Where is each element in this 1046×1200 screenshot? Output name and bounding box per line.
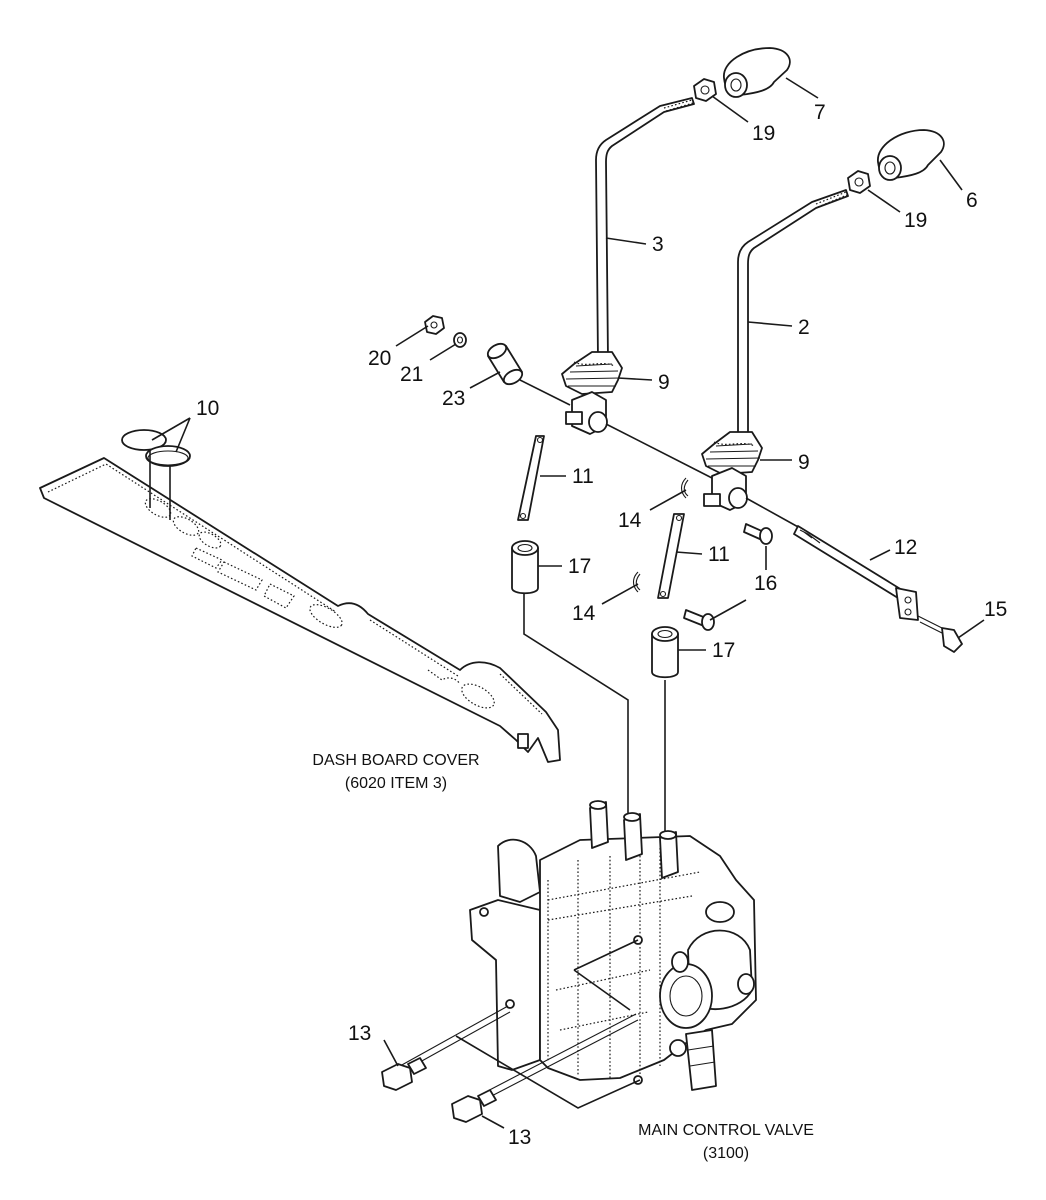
callout-14-lower: 14: [572, 602, 596, 625]
main-control-valve-title: MAIN CONTROL VALVE: [638, 1122, 814, 1139]
dash-board-cover-ref: (6020 ITEM 3): [345, 775, 447, 792]
callout-11-lower: 11: [708, 543, 730, 566]
bolt-13-upper: [381, 1005, 511, 1091]
callout-23: 23: [442, 387, 465, 410]
callout-17-left: 17: [568, 555, 591, 578]
cap-10-b: [145, 445, 191, 467]
valve-spool-end: [669, 1029, 717, 1091]
lever-2: [737, 189, 849, 441]
callout-17-right: 17: [712, 639, 735, 662]
callout-leaders: [151, 77, 985, 1129]
callout-2: 2: [798, 316, 810, 339]
dash-board-cover: [39, 457, 561, 763]
valve-mounting-holes: [479, 907, 643, 1085]
clip-14-upper: [680, 477, 689, 499]
callout-15: 15: [984, 598, 1007, 621]
main-control-valve-ref: (3100): [703, 1145, 749, 1162]
captions: DASH BOARD COVER (6020 ITEM 3) MAIN CONT…: [312, 752, 813, 1162]
boot-9-lower: [701, 431, 763, 475]
callout-11-upper: 11: [572, 465, 594, 488]
callout-16: 16: [754, 572, 777, 595]
bolt-15: [917, 615, 963, 653]
link-11-upper: [517, 435, 545, 521]
clip-14-lower: [632, 571, 641, 593]
callout-3: 3: [652, 233, 664, 256]
nut-20: [424, 315, 445, 335]
callout-13-upper: 13: [348, 1022, 371, 1045]
shaft-12: [519, 379, 919, 621]
cap-10-a: [121, 429, 167, 451]
bolt-13-lower: [451, 1013, 639, 1123]
callout-10: 10: [196, 397, 219, 420]
callout-6: 6: [966, 189, 978, 212]
callout-14-upper: 14: [618, 509, 642, 532]
knob-6: [877, 129, 945, 181]
nut-19-lower: [847, 170, 871, 194]
sleeve-leader-lines: [523, 594, 666, 840]
bushing-23: [486, 342, 524, 386]
nut-19-upper: [693, 78, 717, 102]
valve-stems: [589, 800, 679, 879]
pin-16-upper: [743, 523, 773, 545]
boot-9-upper: [561, 351, 623, 395]
main-control-valve: [469, 800, 757, 1091]
callout-7: 7: [814, 101, 826, 124]
callout-21: 21: [400, 363, 423, 386]
lever-3: [595, 97, 695, 361]
washer-21: [453, 332, 467, 348]
callout-12: 12: [894, 536, 917, 559]
pivot-block-upper: [565, 391, 608, 435]
sleeve-17-right: [651, 626, 679, 679]
callout-13-lower: 13: [508, 1126, 531, 1149]
bolt-leader-lines: [455, 1035, 641, 1109]
pivot-block-lower: [703, 467, 748, 511]
callout-9-upper: 9: [658, 371, 670, 394]
cap-leaders: [149, 450, 171, 520]
callout-20: 20: [368, 347, 391, 370]
callout-19-lower: 19: [904, 209, 927, 232]
link-11-lower: [657, 513, 685, 599]
dash-board-cover-title: DASH BOARD COVER: [312, 752, 479, 769]
callout-19-upper: 19: [752, 122, 775, 145]
pin-16-lower: [683, 609, 715, 631]
callout-numbers: 7 19 3 6 19 2 20 21 23 9 9 10 11 11 14 1…: [196, 101, 1007, 1149]
callout-9-lower: 9: [798, 451, 810, 474]
valve-end-cover: [659, 901, 755, 1029]
sleeve-17-left: [511, 540, 539, 595]
knob-7: [723, 47, 791, 98]
